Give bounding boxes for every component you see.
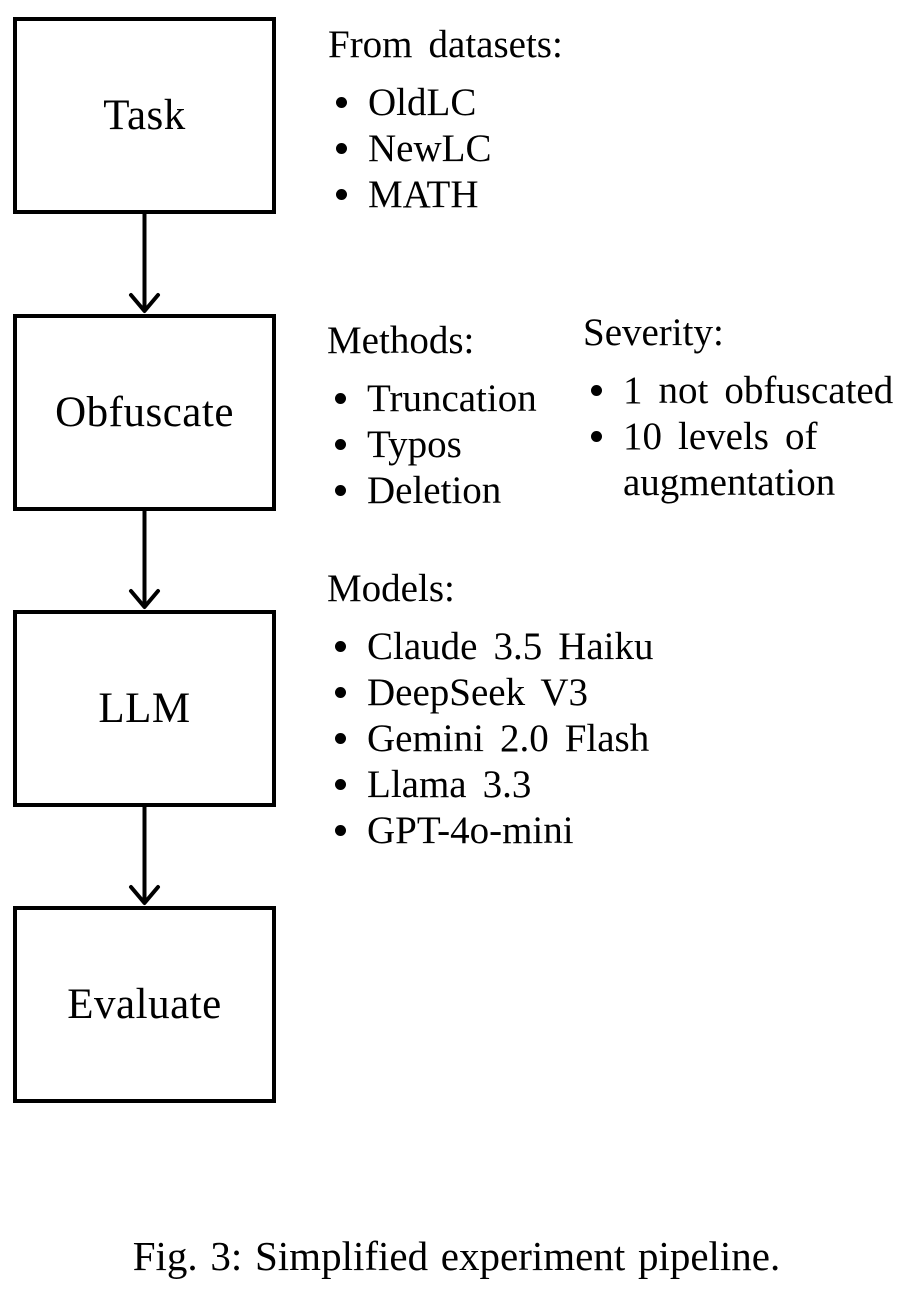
- severity-heading: Severity:: [583, 311, 724, 354]
- list-item: 10 levels of augmentation: [583, 414, 905, 506]
- flow-box-obfuscate: Obfuscate: [13, 314, 276, 511]
- severity-annotation: Severity: 1 not obfuscated 10 levels of …: [583, 310, 905, 506]
- bullet-icon: [335, 485, 346, 496]
- list-item: Llama 3.3: [327, 762, 697, 808]
- bullet-icon: [335, 733, 346, 744]
- models-heading: Models:: [327, 567, 455, 610]
- bullet-icon: [591, 385, 602, 396]
- list-item: Claude 3.5 Haiku: [327, 624, 697, 670]
- down-arrow-icon: [129, 507, 160, 609]
- list-item: DeepSeek V3: [327, 670, 697, 716]
- list-item-text: Truncation: [367, 377, 537, 420]
- list-item: OldLC: [328, 80, 658, 126]
- list-item: Deletion: [327, 468, 577, 514]
- list-item-text: 10 levels of augmentation: [623, 415, 836, 504]
- list-item-text: Claude 3.5 Haiku: [367, 625, 654, 668]
- list-item: 1 not obfuscated: [583, 368, 905, 414]
- datasets-annotation: From datasets: OldLC NewLC MATH: [328, 22, 658, 218]
- list-item: MATH: [328, 172, 658, 218]
- list-item: NewLC: [328, 126, 658, 172]
- methods-list: Truncation Typos Deletion: [327, 376, 577, 514]
- bullet-icon: [336, 97, 347, 108]
- bullet-icon: [335, 779, 346, 790]
- flow-box-evaluate: Evaluate: [13, 906, 276, 1103]
- bullet-icon: [335, 393, 346, 404]
- list-item: Truncation: [327, 376, 577, 422]
- flow-box-label: LLM: [98, 685, 191, 732]
- flow-box-task: Task: [13, 17, 276, 214]
- down-arrow-icon: [129, 212, 160, 313]
- bullet-icon: [335, 687, 346, 698]
- list-item-text: GPT-4o-mini: [367, 809, 574, 852]
- methods-annotation: Methods: Truncation Typos Deletion: [327, 318, 577, 514]
- flow-box-llm: LLM: [13, 610, 276, 807]
- bullet-icon: [335, 439, 346, 450]
- models-list: Claude 3.5 Haiku DeepSeek V3 Gemini 2.0 …: [327, 624, 697, 854]
- list-item-text: MATH: [368, 173, 479, 216]
- flow-box-label: Obfuscate: [55, 389, 234, 436]
- figure-caption: Fig. 3: Simplified experiment pipeline.: [132, 1233, 781, 1279]
- list-item-text: Deletion: [367, 469, 502, 512]
- datasets-list: OldLC NewLC MATH: [328, 80, 658, 218]
- flow-box-label: Evaluate: [67, 981, 222, 1028]
- list-item-text: DeepSeek V3: [367, 671, 589, 714]
- bullet-icon: [336, 143, 347, 154]
- datasets-heading: From datasets:: [328, 23, 563, 66]
- list-item-text: 1 not obfuscated: [623, 369, 894, 412]
- down-arrow-icon: [129, 805, 160, 905]
- bullet-icon: [335, 825, 346, 836]
- list-item-text: Llama 3.3: [367, 763, 532, 806]
- bullet-icon: [335, 641, 346, 652]
- flow-box-label: Task: [103, 92, 186, 139]
- list-item: GPT-4o-mini: [327, 808, 697, 854]
- methods-heading: Methods:: [327, 319, 475, 362]
- models-annotation: Models: Claude 3.5 Haiku DeepSeek V3 Gem…: [327, 566, 697, 854]
- severity-list: 1 not obfuscated 10 levels of augmentati…: [583, 368, 905, 506]
- list-item: Typos: [327, 422, 577, 468]
- list-item-text: NewLC: [368, 127, 492, 170]
- list-item-text: OldLC: [368, 81, 477, 124]
- list-item: Gemini 2.0 Flash: [327, 716, 697, 762]
- bullet-icon: [591, 431, 602, 442]
- list-item-text: Typos: [367, 423, 462, 466]
- bullet-icon: [336, 189, 347, 200]
- list-item-text: Gemini 2.0 Flash: [367, 717, 650, 760]
